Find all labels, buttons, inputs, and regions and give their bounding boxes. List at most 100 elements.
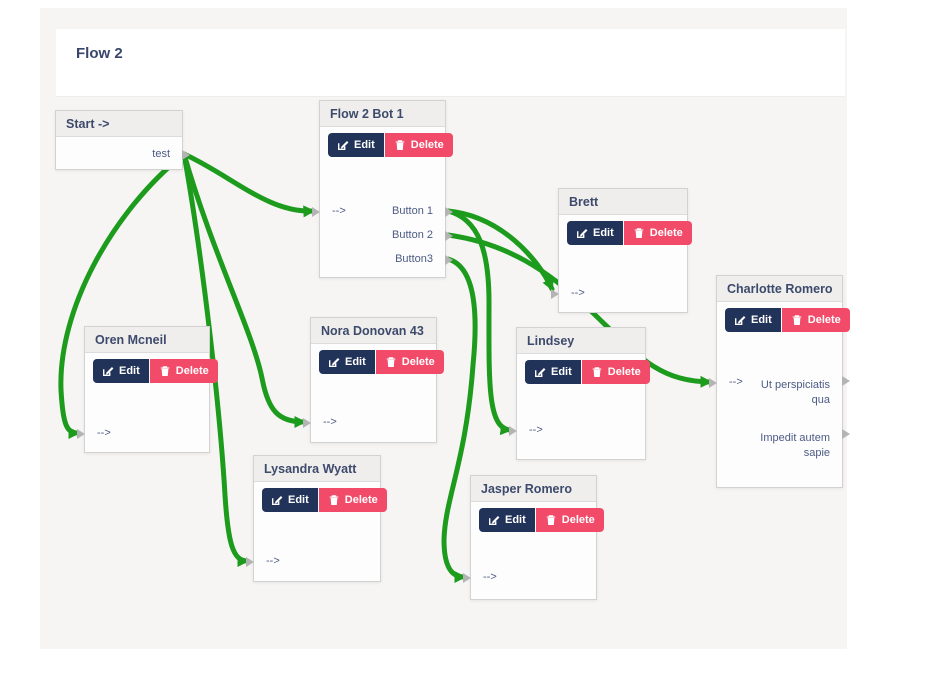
node-title: Lindsey [517,328,645,354]
output-port-label: Impedit autem sapie [760,432,830,459]
input-port-label: --> [729,376,743,388]
edit-pencil-icon [577,229,588,238]
edit-button[interactable]: Edit [525,360,581,384]
flow-node-start[interactable]: Start -> test [55,110,190,170]
edit-pencil-icon [338,141,349,150]
edit-pencil-icon [103,367,114,376]
input-port[interactable] [551,289,559,299]
flow-header: Flow 2 [56,29,845,97]
input-port-label: --> [571,287,585,299]
flow-node-flow2bot1[interactable]: Flow 2 Bot 1 Edit Delete --> Button 1 Butt… [312,100,453,278]
edit-button[interactable]: Edit [93,359,149,383]
delete-button-label: Delete [344,494,378,506]
trash-icon [634,228,644,239]
flow-node-charlotte[interactable]: Charlotte Romero Edit Delete -->Ut persp… [709,275,850,488]
output-port[interactable] [182,150,190,160]
input-port-label: --> [266,555,280,567]
trash-icon [546,515,556,526]
delete-button-label: Delete [410,139,444,151]
flow-node-lysandra[interactable]: Lysandra Wyatt Edit Delete --> [246,455,387,582]
input-port-label: --> [332,205,346,217]
node-title: Oren Mcneil [85,327,209,353]
node-actions: Edit Delete [525,360,650,384]
delete-button[interactable]: Delete [384,133,453,157]
edit-button-label: Edit [345,356,366,368]
node-actions: Edit Delete [319,350,444,374]
edit-pencil-icon [535,368,546,377]
edit-button-label: Edit [593,227,614,239]
edit-button[interactable]: Edit [319,350,375,374]
edit-button[interactable]: Edit [725,308,781,332]
edit-pencil-icon [735,316,746,325]
node-title: Jasper Romero [471,476,596,502]
input-port[interactable] [312,207,320,217]
input-port[interactable] [463,573,471,583]
output-port[interactable] [842,376,850,386]
flow-node-jasper[interactable]: Jasper Romero Edit Delete --> [463,475,604,600]
output-port[interactable] [445,207,453,217]
flow-node-brett[interactable]: Brett Edit Delete --> [551,188,692,313]
output-port[interactable] [445,231,453,241]
node-title: Brett [559,189,687,215]
output-port[interactable] [842,429,850,439]
edit-button-label: Edit [751,314,772,326]
edit-pencil-icon [329,358,340,367]
trash-icon [160,366,170,377]
edit-button[interactable]: Edit [567,221,623,245]
flow-node-nora[interactable]: Nora Donovan 43 Edit Delete --> [303,317,444,443]
input-port[interactable] [246,557,254,567]
delete-button[interactable]: Delete [535,508,604,532]
trash-icon [792,315,802,326]
edit-button-label: Edit [551,366,572,378]
input-port-label: --> [97,427,111,439]
node-actions: Edit Delete [93,359,218,383]
node-actions: Edit Delete [725,308,850,332]
node-actions: Edit Delete [567,221,692,245]
node-title: Lysandra Wyatt [254,456,380,482]
trash-icon [592,367,602,378]
input-port[interactable] [303,418,311,428]
input-port-label: --> [529,424,543,436]
delete-button[interactable]: Delete [375,350,444,374]
input-port[interactable] [709,378,717,388]
flow-node-lindsey[interactable]: Lindsey Edit Delete --> [509,327,650,460]
node-title: Flow 2 Bot 1 [320,101,445,127]
delete-button-label: Delete [807,314,841,326]
input-port-label: --> [323,416,337,428]
edit-button[interactable]: Edit [328,133,384,157]
output-port[interactable] [445,255,453,265]
trash-icon [386,357,396,368]
output-port-label: Ut perspiciatis qua [760,379,830,406]
flow-title: Flow 2 [76,45,123,62]
delete-button[interactable]: Delete [623,221,692,245]
delete-button[interactable]: Delete [149,359,218,383]
delete-button[interactable]: Delete [318,488,387,512]
edit-button[interactable]: Edit [479,508,535,532]
flow-node-oren[interactable]: Oren Mcneil Edit Delete --> [77,326,218,453]
input-port[interactable] [77,429,85,439]
edit-button-label: Edit [354,139,375,151]
delete-button[interactable]: Delete [781,308,850,332]
node-title: Start -> [56,111,182,137]
node-actions: Edit Delete [262,488,387,512]
delete-button-label: Delete [561,514,595,526]
delete-button[interactable]: Delete [581,360,650,384]
edit-button[interactable]: Edit [262,488,318,512]
edit-button-label: Edit [505,514,526,526]
edit-pencil-icon [489,516,500,525]
output-port-label: Button 1 [392,205,433,217]
node-title: Nora Donovan 43 [311,318,436,344]
delete-button-label: Delete [607,366,641,378]
delete-button-label: Delete [649,227,683,239]
output-port-label: Button3 [395,253,433,265]
input-port[interactable] [509,426,517,436]
node-actions: Edit Delete [479,508,604,532]
edit-pencil-icon [272,496,283,505]
trash-icon [329,495,339,506]
delete-button-label: Delete [175,365,209,377]
input-port-label: --> [483,571,497,583]
edit-button-label: Edit [288,494,309,506]
output-port-label: test [152,148,170,160]
edit-button-label: Edit [119,365,140,377]
